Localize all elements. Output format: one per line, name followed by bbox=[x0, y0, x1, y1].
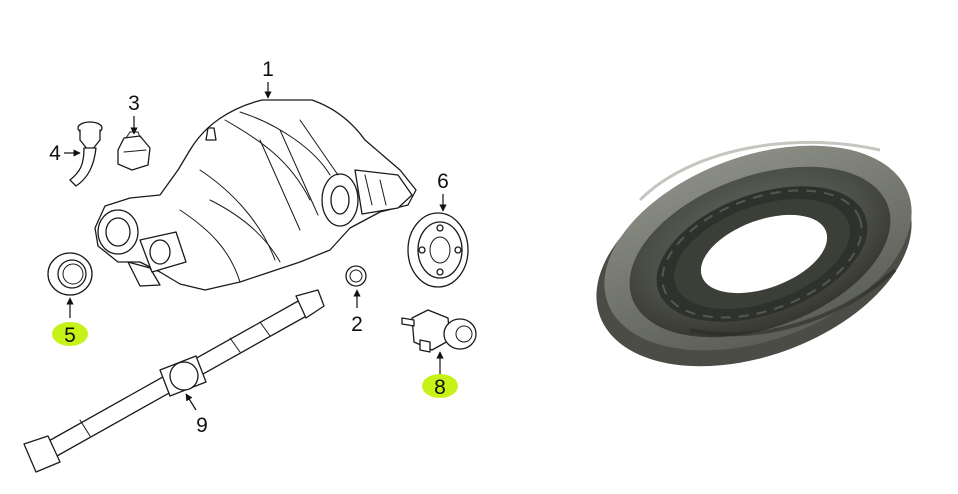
cap-plug-2 bbox=[345, 265, 367, 287]
highlight-8 bbox=[422, 374, 458, 398]
callout-6: 6 bbox=[437, 170, 449, 193]
callout-1: 1 bbox=[262, 58, 274, 81]
callout-8: 8 bbox=[434, 376, 446, 399]
actuator-8 bbox=[401, 309, 477, 353]
callout-5: 5 bbox=[64, 324, 76, 347]
callout-9: 9 bbox=[196, 414, 208, 437]
differential-housing bbox=[94, 99, 417, 291]
vent-hose bbox=[69, 121, 103, 187]
seal-5 bbox=[47, 252, 93, 296]
seal-product-photo bbox=[596, 140, 912, 367]
companion-flange-6 bbox=[407, 212, 469, 288]
callout-4: 4 bbox=[49, 142, 61, 165]
callout-3: 3 bbox=[128, 92, 140, 115]
drive-shaft-9 bbox=[23, 289, 325, 473]
highlight-5 bbox=[52, 322, 88, 346]
leader-9 bbox=[185, 393, 197, 411]
callout-2: 2 bbox=[351, 313, 363, 336]
vent-cap bbox=[117, 131, 151, 171]
leader-lines bbox=[64, 82, 447, 411]
